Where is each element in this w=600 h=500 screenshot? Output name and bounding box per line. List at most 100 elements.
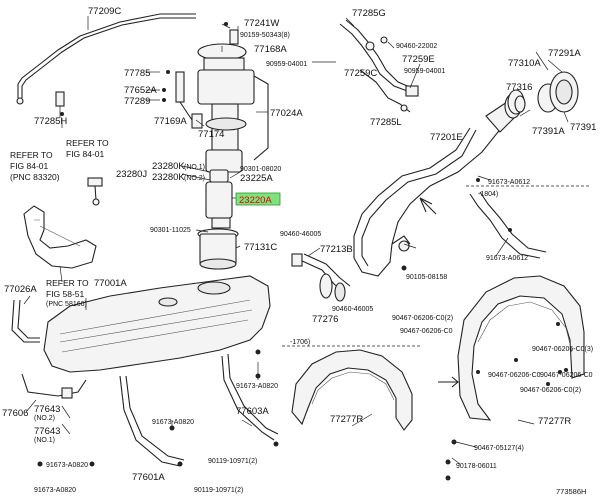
label-77391a: 77391A	[532, 126, 565, 137]
label-77026a: 77026A	[4, 284, 37, 295]
label-77643-2: 77643	[34, 426, 60, 437]
tank-bracket-77606	[21, 373, 87, 399]
refer-note-84-01: REFER TO FIG 84-01	[66, 138, 109, 159]
fuel-breather-hoses	[339, 19, 419, 113]
tank-band-77601a	[119, 375, 185, 467]
label-90460-46005-a: 90460-46005	[280, 231, 321, 238]
label-90119-10971-a: 90119-10971(2)	[208, 458, 257, 465]
ref3-line-1: REFER TO	[46, 278, 89, 288]
leader-lines	[23, 17, 569, 465]
label-91673-a0612-a: 91673-A0612	[488, 179, 530, 186]
fuel-cap-assembly	[507, 71, 579, 115]
label-77652a: 77652A	[124, 85, 157, 96]
label-77213b: 77213B	[320, 244, 353, 255]
label-23225a: 23225A	[240, 173, 273, 184]
ref1-line-2: FIG 84-01	[66, 149, 105, 159]
filler-detail-1804	[466, 185, 590, 259]
label-77603a: 77603A	[236, 406, 269, 417]
label-77168a: 77168A	[254, 44, 287, 55]
label-77785: 77785	[124, 68, 150, 79]
fuel-pump-23220a	[197, 169, 239, 270]
ref1-line-1: REFER TO	[66, 138, 109, 148]
label-77001a: 77001A	[94, 278, 127, 289]
label-77259c: 77259C	[344, 68, 377, 79]
sensor-83320	[87, 177, 103, 206]
hose-77213b	[291, 253, 351, 302]
label-91673-a0820-b: 91673-A0820	[152, 419, 194, 426]
fuel-line-77209c	[16, 13, 196, 118]
label-90959-04001-b: 90959-04001	[404, 68, 445, 75]
label-90467-06206-c0-2b: 90467-06206-C0(2)	[520, 387, 581, 394]
label-90460-22002: 90460-22002	[396, 43, 437, 50]
label-1706: -1706)	[290, 339, 310, 346]
label-91673-a0820-d: 91673-A0820	[34, 487, 76, 494]
label-77606: 77606	[2, 408, 28, 419]
label-77024a: 77024A	[270, 108, 303, 119]
ref3-line-3: (PNC 58166)	[46, 301, 87, 308]
label-77277r-a: 77277R	[330, 414, 363, 425]
tank-left-lines	[11, 299, 40, 343]
fender-liner-1706	[282, 345, 420, 431]
label-77276: 77276	[312, 314, 338, 325]
label-no2b: (NO.2)	[34, 415, 55, 422]
label-90467-06206-c0-c: 90467-06206-C0	[540, 372, 593, 379]
label-90159-50343: 90159-50343(8)	[240, 32, 290, 39]
label-90467-06206-c0-2a: 90467-06206-C0(2)	[392, 315, 453, 322]
fuel-pump-bracket	[197, 26, 269, 173]
highlight-box-23220a	[235, 192, 281, 206]
label-77201e: 77201E	[430, 132, 463, 143]
label-no1b: (NO.1)	[34, 437, 55, 444]
label-77285l: 77285L	[370, 117, 402, 128]
label-23220a-highlight[interactable]: 23220A	[239, 195, 272, 206]
label-77169a: 77169A	[154, 116, 187, 127]
label-77601a: 77601A	[132, 472, 165, 483]
direction-arrow-upper	[419, 197, 437, 215]
label-77174: 77174	[198, 129, 224, 140]
label-77285h: 77285H	[34, 116, 67, 127]
label-77316: 77316	[506, 82, 532, 93]
label-90467-06206-c0-a: 90467-06206-C0	[400, 328, 453, 335]
label-90178-06011: 90178-06011	[456, 463, 497, 470]
label-90105-08158: 90105-08158	[406, 274, 447, 281]
label-90301-11025: 90301-11025	[150, 227, 191, 234]
tank-band-77603a	[221, 353, 279, 441]
label-77289: 77289	[124, 96, 150, 107]
ref2-line-3: (PNC 83320)	[10, 172, 60, 182]
label-no2: (NO.2)	[184, 175, 205, 182]
label-90301-08020: 90301-08020	[240, 166, 281, 173]
label-90119-10971-b: 90119-10971(2)	[194, 487, 243, 494]
fender-liner-77277r	[457, 275, 585, 421]
label-91673-a0612-b: 91673-A0612	[486, 255, 528, 262]
label-77285g: 77285G	[352, 8, 386, 19]
ref2-line-1: REFER TO	[10, 150, 53, 160]
label-77277r-b: 77277R	[538, 416, 571, 427]
diagram-code: 773586H	[556, 487, 586, 496]
fastener-markers	[37, 22, 568, 481]
label-91673-a0820-a: 91673-A0820	[236, 383, 278, 390]
ref2-line-2: FIG 84-01	[10, 161, 49, 171]
refer-note-84-01-pnc: REFER TO FIG 84-01 (PNC 83320)	[10, 150, 60, 182]
label-77310a: 77310A	[508, 58, 541, 69]
label-90467-06206-c0-b: 90467-06206-C0	[488, 372, 541, 379]
ref3-line-2: FIG 58-51	[46, 289, 85, 299]
label-no1: (NO.1)	[184, 164, 205, 171]
insulator-77026a	[23, 205, 97, 269]
label-91673-a0820-c: 91673-A0820	[46, 462, 88, 469]
label-77209c: 77209C	[88, 6, 121, 17]
label-90959-04001-a: 90959-04001	[266, 61, 307, 68]
label-77259e: 77259E	[402, 54, 435, 65]
label-90467-06206-c0-3: 90467-06206-C0(3)	[532, 346, 593, 353]
label-90467-05127: 90467-05127(4)	[474, 445, 524, 452]
fuel-tank-77001a	[43, 275, 271, 373]
label-23280k-2: 23280K	[152, 172, 185, 183]
direction-arrow-lower	[438, 376, 459, 388]
label-23280j: 23280J	[116, 169, 147, 180]
label-1804: -1804)	[478, 191, 498, 198]
label-77643-1: 77643	[34, 404, 60, 415]
label-90460-46005-b: 90460-46005	[332, 306, 373, 313]
label-23280k-1: 23280K	[152, 161, 185, 172]
label-77131c: 77131C	[244, 242, 277, 253]
refer-note-58-51: REFER TO FIG 58-51 (PNC 58166)	[46, 278, 89, 308]
